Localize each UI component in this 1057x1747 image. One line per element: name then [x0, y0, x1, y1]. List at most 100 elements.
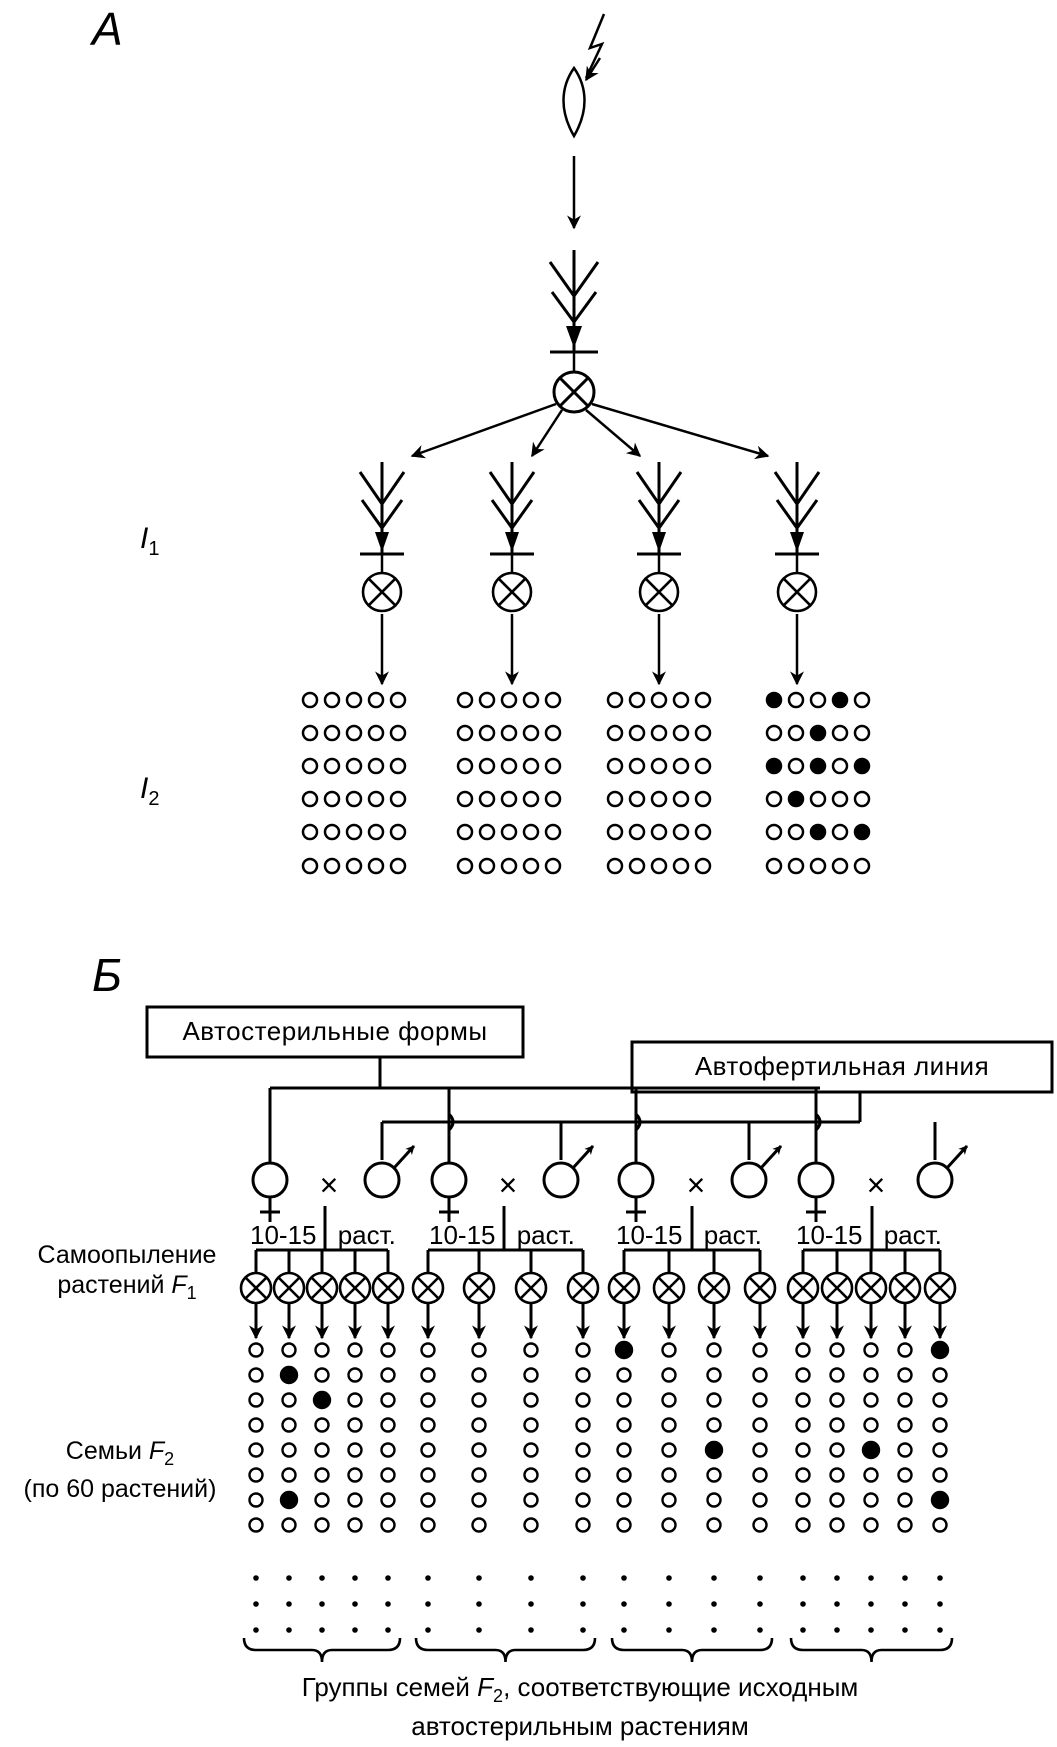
progeny-plant-normal [544, 757, 562, 775]
f2-plant-autosterile [523, 1392, 539, 1408]
male-symbol [542, 1144, 595, 1199]
f2-plant-autosterile [248, 1342, 264, 1358]
progeny-plant-normal [367, 757, 385, 775]
continuation-dot [757, 1627, 763, 1633]
cross-symbol: × [867, 1167, 886, 1203]
f2-plant-autofertile [861, 1440, 881, 1460]
f2-plant-autosterile [314, 1367, 330, 1383]
progeny-plant-normal [694, 823, 712, 841]
progeny-plant-normal [809, 790, 827, 808]
f2-plant-autosterile [420, 1467, 436, 1483]
continuation-dot [666, 1627, 672, 1633]
continuation-dot [425, 1601, 431, 1607]
progeny-plant-normal [694, 724, 712, 742]
continuation-dot [711, 1627, 717, 1633]
group-brace [414, 1637, 597, 1663]
f2-plant-autosterile [661, 1417, 677, 1433]
male-symbol [916, 1144, 969, 1199]
f2-plant-autosterile [314, 1417, 330, 1433]
f2-plant-autosterile [420, 1442, 436, 1458]
continuation-dot [253, 1601, 259, 1607]
f2-plant-autosterile [752, 1367, 768, 1383]
self-pollination-symbol [462, 1271, 496, 1305]
progeny-plant-normal [522, 823, 540, 841]
f2-plant-autosterile [706, 1367, 722, 1383]
plant-count-label: 10-15 раст. [429, 1220, 575, 1250]
self-pollination-symbol [491, 571, 533, 613]
self-pollination-symbol [552, 370, 596, 414]
progeny-plant-normal [831, 857, 849, 875]
progeny-plant-normal [765, 823, 783, 841]
progeny-plant-normal [389, 857, 407, 875]
f2-plant-autosterile [380, 1442, 396, 1458]
progeny-plant-normal [500, 857, 518, 875]
f2-plant-autosterile [616, 1517, 632, 1533]
self-pollination-symbol [820, 1271, 854, 1305]
progeny-plant-normal [367, 691, 385, 709]
f2-plant-autosterile [380, 1492, 396, 1508]
progeny-plant-normal [672, 691, 690, 709]
self-pollination-symbol [239, 1271, 273, 1305]
f2-plant-autosterile [616, 1392, 632, 1408]
f2-plant-autosterile [829, 1467, 845, 1483]
progeny-plant-normal [650, 691, 668, 709]
f2-plant-autosterile [795, 1442, 811, 1458]
female-symbol [797, 1161, 835, 1222]
continuation-dot [800, 1627, 806, 1633]
self-pollination-symbol [371, 1271, 405, 1305]
progeny-plant-normal [787, 857, 805, 875]
progeny-plant-normal [301, 757, 319, 775]
continuation-dot [757, 1601, 763, 1607]
f2-plant-autosterile [752, 1492, 768, 1508]
self-pollination-symbol [607, 1271, 641, 1305]
f2-plant-autosterile [314, 1342, 330, 1358]
f2-plant-autosterile [347, 1517, 363, 1533]
f2-plant-autosterile [932, 1467, 948, 1483]
f2-plant-autosterile [897, 1517, 913, 1533]
f2-plant-autosterile [575, 1517, 591, 1533]
f2-plant-autofertile [614, 1340, 634, 1360]
f2-plant-autosterile [795, 1517, 811, 1533]
f2-plant-autosterile [661, 1442, 677, 1458]
continuation-dot [937, 1627, 943, 1633]
f2-plant-autosterile [752, 1417, 768, 1433]
f2-plant-autosterile [897, 1442, 913, 1458]
progeny-plant-normal [478, 691, 496, 709]
self-pollination-symbol [854, 1271, 888, 1305]
autofertile-box-label: Автофертильная линия [694, 1051, 990, 1081]
progeny-plant-normal [389, 724, 407, 742]
f2-plant-autosterile [661, 1367, 677, 1383]
progeny-plant-normal [456, 790, 474, 808]
continuation-dot [580, 1601, 586, 1607]
f2-plant-autosterile [281, 1392, 297, 1408]
f2-plant-autosterile [575, 1492, 591, 1508]
progeny-plant-normal [323, 724, 341, 742]
progeny-plant-normal [456, 724, 474, 742]
progeny-plant-normal [606, 823, 624, 841]
f2-plant-autofertile [312, 1390, 332, 1410]
progeny-plant-mutant [831, 691, 849, 709]
progeny-plant-normal [478, 857, 496, 875]
continuation-dot [621, 1627, 627, 1633]
self-pollination-symbol [361, 571, 403, 613]
self-pollination-symbol [272, 1271, 306, 1305]
f2-plant-autosterile [795, 1467, 811, 1483]
continuation-dot [666, 1575, 672, 1581]
continuation-dot [868, 1575, 874, 1581]
plant-icon [358, 462, 406, 556]
progeny-plant-normal [301, 724, 319, 742]
continuation-dot [286, 1575, 292, 1581]
progeny-plant-normal [323, 691, 341, 709]
continuation-dot [476, 1627, 482, 1633]
f2-plant-autosterile [314, 1442, 330, 1458]
progeny-plant-normal [628, 857, 646, 875]
progeny-plant-normal [544, 691, 562, 709]
f2-plant-autosterile [281, 1342, 297, 1358]
f2-plant-autosterile [752, 1517, 768, 1533]
f2-plant-autosterile [616, 1492, 632, 1508]
progeny-plant-normal [522, 857, 540, 875]
progeny-plant-mutant [809, 757, 827, 775]
progeny-plant-normal [694, 691, 712, 709]
f2-plant-autosterile [575, 1467, 591, 1483]
f2-plant-autosterile [380, 1392, 396, 1408]
